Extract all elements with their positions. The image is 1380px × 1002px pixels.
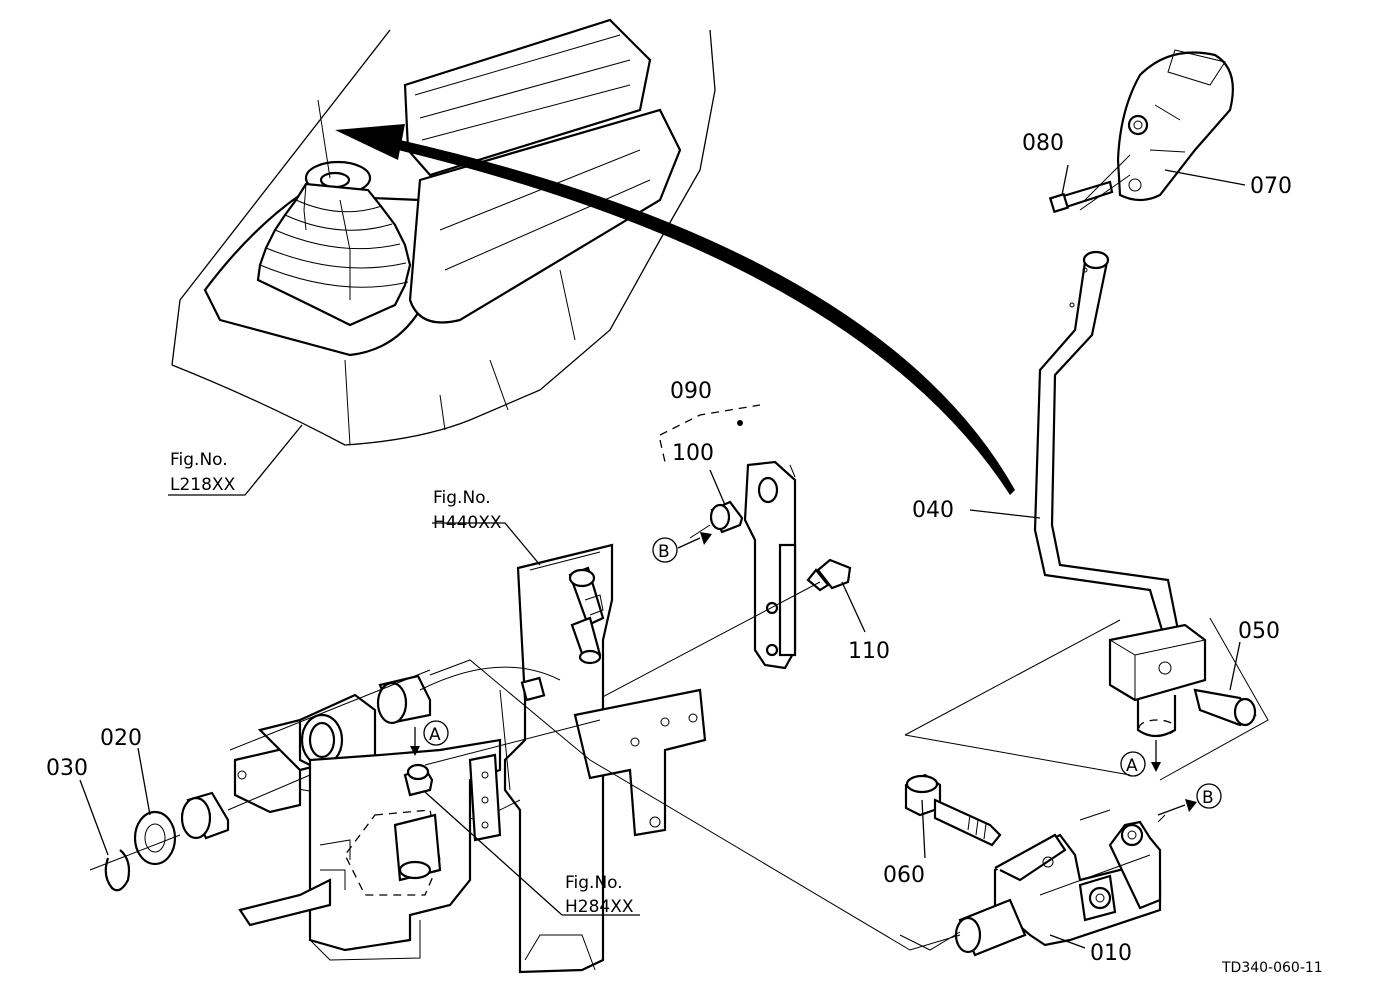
grip-070-shape bbox=[1116, 49, 1234, 202]
part-label-020: 020 bbox=[100, 726, 142, 751]
part-label-070: 070 bbox=[1250, 174, 1292, 199]
rubber-boot bbox=[256, 160, 412, 327]
guide-line-2 bbox=[899, 931, 961, 951]
leader-lines bbox=[79, 164, 1246, 949]
console-view bbox=[171, 18, 716, 446]
marker-a-right: A bbox=[1126, 756, 1138, 776]
part-label-100: 100 bbox=[672, 441, 714, 466]
fig-label-h440: Fig.No. bbox=[433, 488, 491, 508]
part-label-030: 030 bbox=[46, 756, 88, 781]
frame-plate bbox=[229, 543, 707, 974]
part-labels: 010 020 030 040 050 060 070 080 090 100 … bbox=[46, 131, 1292, 966]
fig-code-l218: L218XX bbox=[170, 475, 236, 495]
part-label-060: 060 bbox=[883, 863, 925, 888]
fig-label-l218: Fig.No. bbox=[170, 450, 228, 470]
fig-label-h284: Fig.No. bbox=[565, 873, 623, 893]
part-label-080: 080 bbox=[1022, 131, 1064, 156]
drawing-code: TD340-060-11 bbox=[1221, 960, 1323, 976]
location-arrow bbox=[335, 124, 1015, 495]
lever-assembly bbox=[904, 49, 1269, 781]
guide-line bbox=[429, 659, 961, 951]
part-label-050: 050 bbox=[1238, 619, 1280, 644]
fig-code-h440: H440XX bbox=[433, 513, 502, 533]
part-label-110: 110 bbox=[848, 639, 890, 664]
screw-080-shape bbox=[1048, 154, 1131, 214]
lower-assembly bbox=[904, 773, 1166, 957]
shaft-parts-left bbox=[89, 774, 311, 892]
markers: A A B B bbox=[423, 537, 1222, 809]
marker-b-left: B bbox=[658, 542, 670, 562]
marker-a-left: A bbox=[429, 725, 441, 745]
bracket-assembly bbox=[539, 404, 852, 731]
figure-references: Fig.No. L218XX Fig.No. H440XX Fig.No. H2… bbox=[170, 450, 634, 917]
marker-b-right: B bbox=[1202, 788, 1214, 808]
part-label-090: 090 bbox=[670, 379, 712, 404]
fig-code-h284: H284XX bbox=[565, 897, 634, 917]
part-label-010: 010 bbox=[1090, 941, 1132, 966]
part-label-040: 040 bbox=[912, 498, 954, 523]
